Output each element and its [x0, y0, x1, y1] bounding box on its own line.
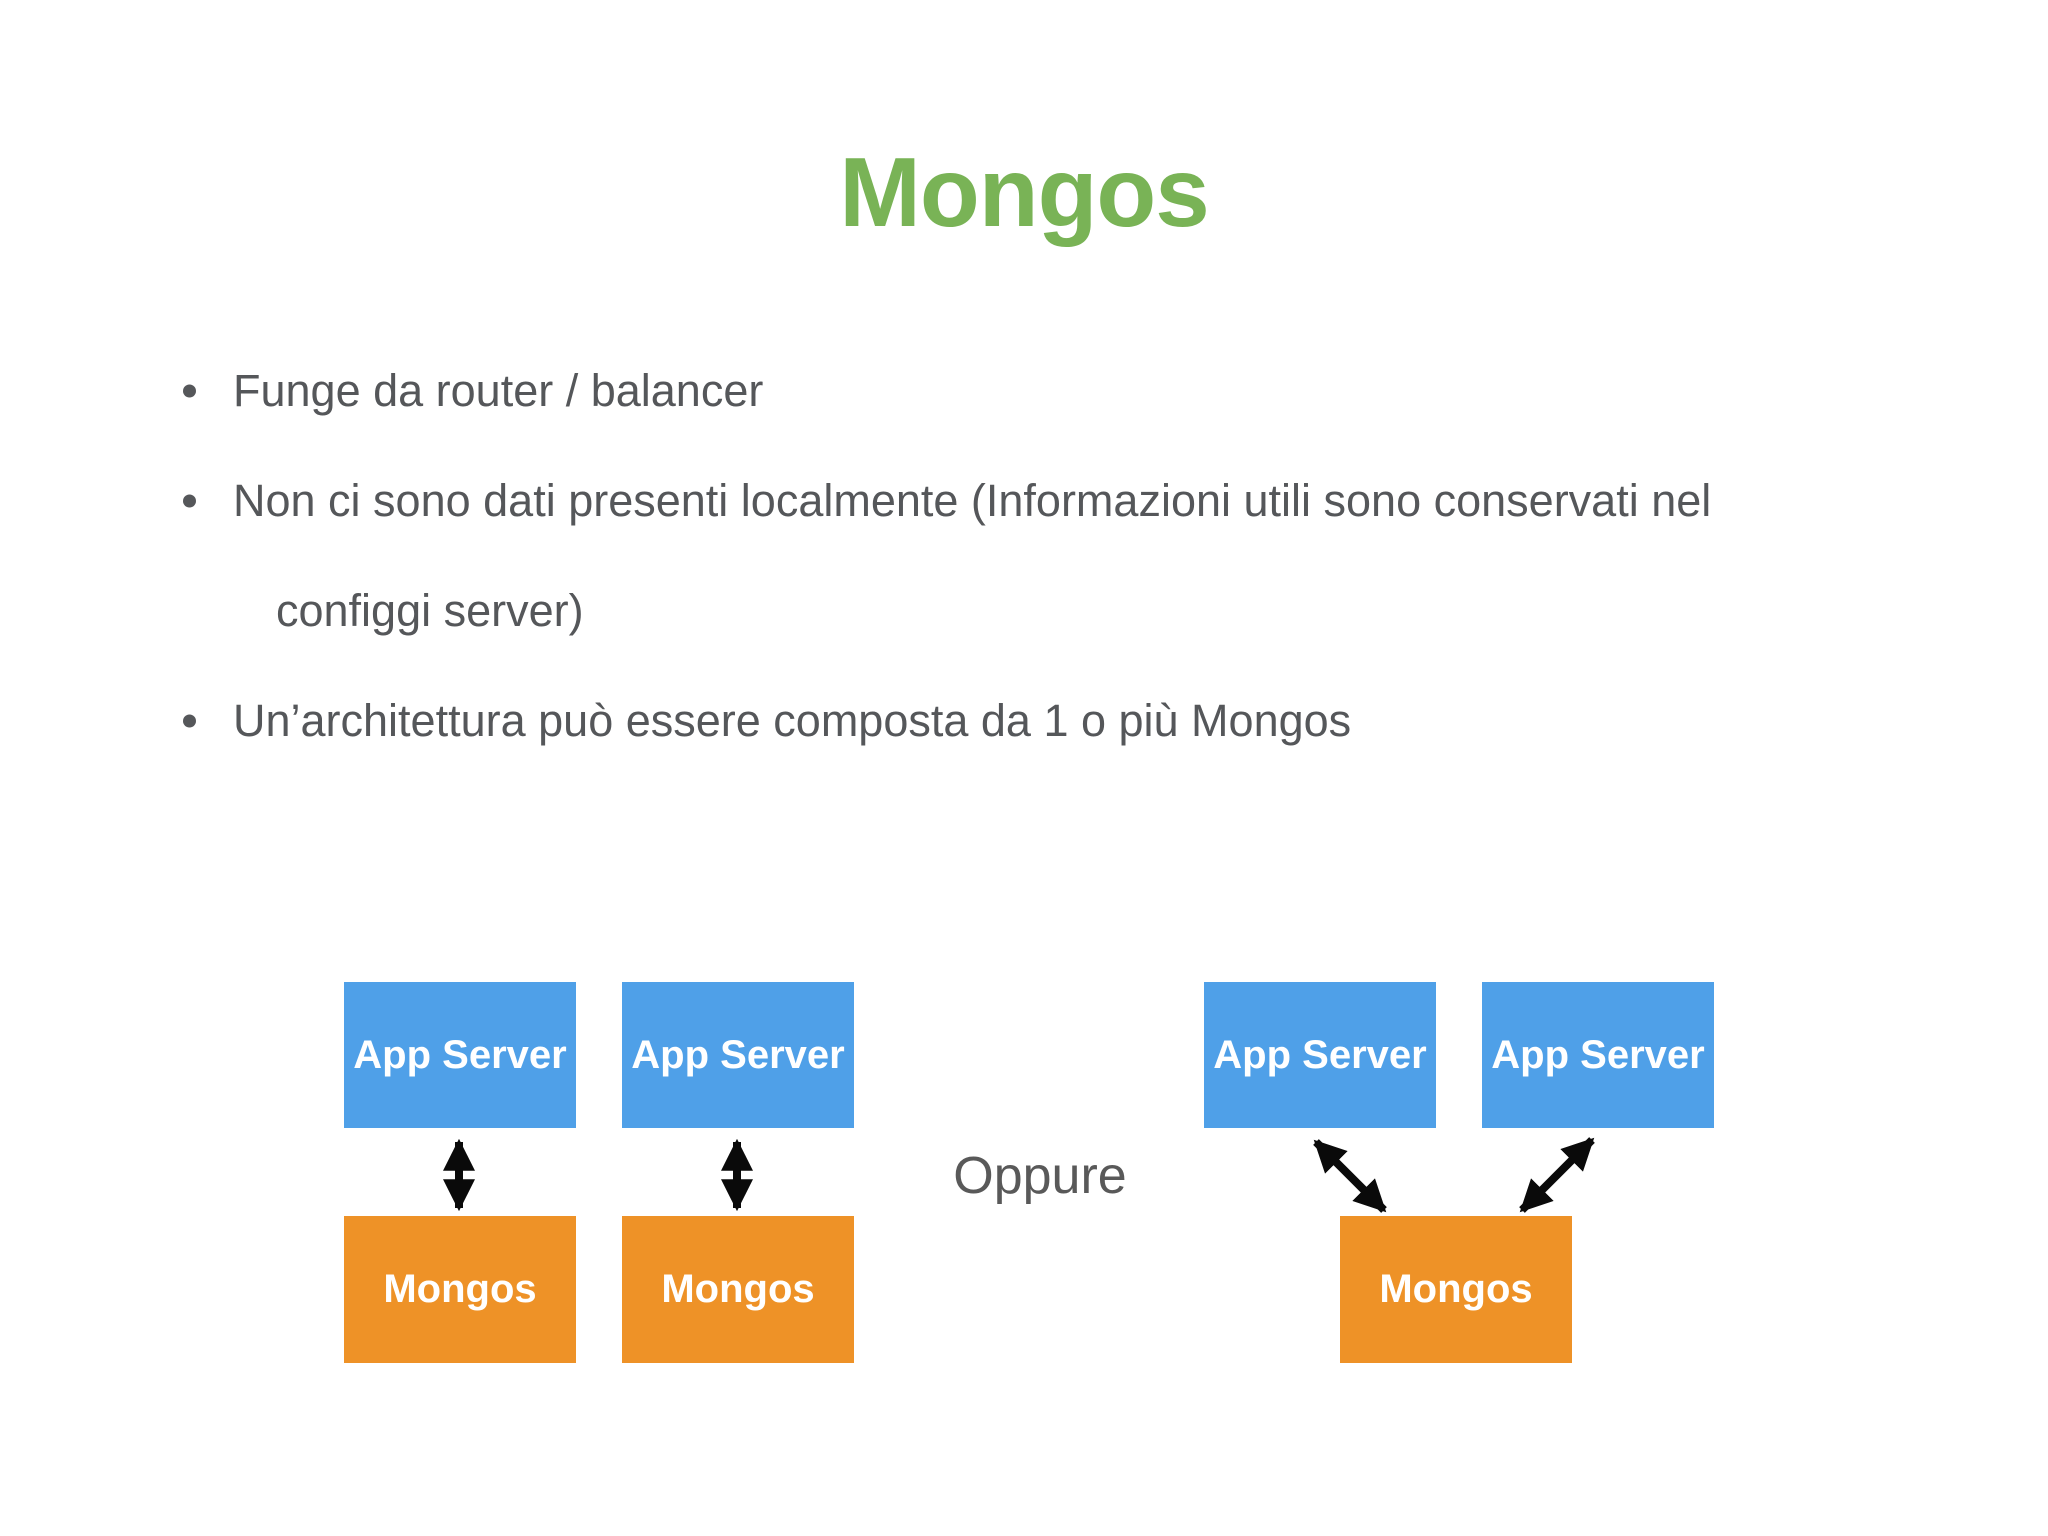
bullet-marker [183, 384, 196, 398]
mongos-box: Mongos [1340, 1216, 1572, 1363]
mongos-box: Mongos [622, 1216, 854, 1363]
app-server-box: App Server [622, 982, 854, 1128]
bullet-list: Funge da router / balancer Non ci sono d… [0, 336, 2048, 776]
bullet-item-continuation: configgi server) [0, 556, 2048, 666]
double-arrow-diagonal [1313, 1139, 1387, 1213]
bullet-marker [183, 714, 196, 728]
box-label: App Server [1213, 1032, 1427, 1077]
box-label: Mongos [1379, 1267, 1533, 1311]
bullet-item: Non ci sono dati presenti localmente (In… [0, 446, 2048, 556]
bullet-text: Un’architettura può essere composta da 1… [233, 695, 1352, 746]
app-server-box: App Server [344, 982, 576, 1128]
app-server-box: App Server [1482, 982, 1714, 1128]
bullet-item: Un’architettura può essere composta da 1… [0, 666, 2048, 776]
bullet-text: Non ci sono dati presenti localmente (In… [233, 475, 1712, 526]
box-label: App Server [1491, 1032, 1705, 1077]
app-server-box: App Server [1204, 982, 1436, 1128]
mongos-box: Mongos [344, 1216, 576, 1363]
separator-label: Oppure [953, 1147, 1127, 1205]
box-label: App Server [353, 1032, 567, 1077]
bullet-item: Funge da router / balancer [0, 336, 2048, 446]
page-title: Mongos [839, 137, 1210, 247]
box-label: App Server [631, 1032, 845, 1077]
bullet-text: configgi server) [276, 585, 584, 636]
bullet-marker [183, 494, 196, 508]
double-arrow-diagonal [1519, 1137, 1595, 1213]
bullet-text: Funge da router / balancer [233, 365, 764, 416]
box-label: Mongos [383, 1267, 537, 1311]
box-label: Mongos [661, 1267, 815, 1311]
